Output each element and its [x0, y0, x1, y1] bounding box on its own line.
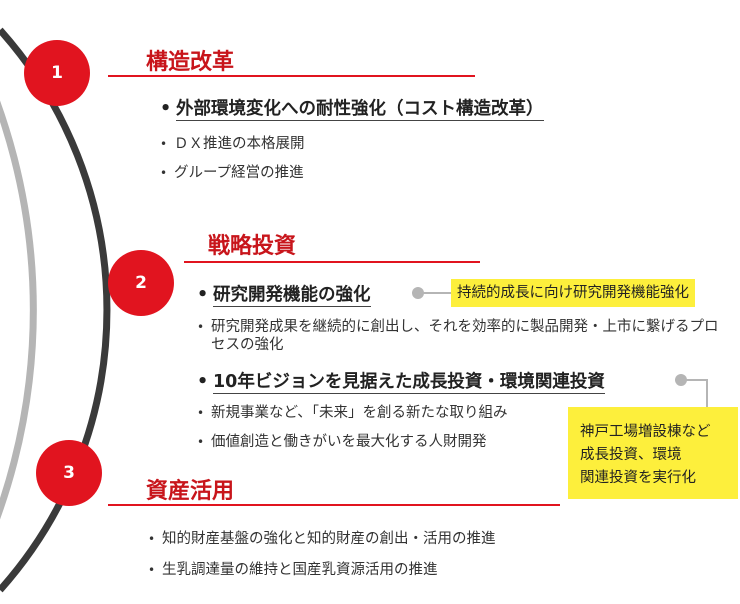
outer-dark-arc: [0, 27, 111, 593]
main-item-text: 10年ビジョンを見据えた成長投資・環境関連投資: [213, 372, 605, 394]
callout-knob-1: [412, 287, 424, 299]
sub-item-text: グループ経営の推進: [174, 165, 304, 181]
callout-connector-2v: [706, 379, 708, 407]
step-number-2: 2: [108, 250, 174, 316]
step-number-3: 3: [36, 440, 102, 506]
sub-item-text: 価値創造と働きがいを最大化する人財開発: [211, 434, 487, 450]
sub-item-text: 研究開発成果を継続的に創出し、それを効率的に製品開発・上市に繋げるプロセスの強化: [211, 319, 719, 353]
callout-line: 成長投資、環境: [580, 447, 682, 463]
section-title-1: 構造改革: [146, 50, 235, 75]
sub-item: • 研究開発成果を継続的に創出し、それを効率的に製品開発・上市に繋げるプロセスの強…: [197, 318, 721, 354]
bullet: •: [197, 320, 205, 334]
callout-connector-1: [418, 292, 452, 294]
inner-gray-arc: [0, 100, 37, 520]
sub-item: • ＤＸ推進の本格展開: [160, 135, 305, 153]
sub-item: • 新規事業など、「未来」を創る新たな取り組み: [197, 404, 508, 422]
main-item-text: 外部環境変化への耐性強化（コスト構造改革）: [176, 99, 544, 121]
sub-item: • 生乳調達量の維持と国産乳資源活用の推進: [148, 561, 438, 579]
bullet: •: [197, 285, 209, 305]
sub-item-text: ＤＸ推進の本格展開: [174, 136, 305, 152]
bullet: •: [197, 372, 209, 392]
section-rule-3: [108, 504, 560, 506]
callout-connector-2h: [681, 379, 708, 381]
bullet: •: [160, 99, 172, 119]
bullet: •: [148, 532, 156, 546]
bullet: •: [148, 563, 156, 577]
section-rule-1: [108, 75, 475, 77]
sub-item-text: 新規事業など、「未来」を創る新たな取り組み: [211, 405, 508, 421]
sub-item: • グループ経営の推進: [160, 164, 304, 182]
bullet: •: [197, 406, 205, 420]
bullet: •: [197, 435, 205, 449]
section-title-2: 戦略投資: [208, 234, 297, 259]
bullet: •: [160, 166, 168, 180]
sub-item-text: 生乳調達量の維持と国産乳資源活用の推進: [162, 562, 438, 578]
bullet: •: [160, 137, 168, 151]
callout-line: 関連投資を実行化: [580, 470, 696, 486]
callout-box-1: 持続的成長に向け研究開発機能強化: [451, 279, 695, 307]
section-rule-2: [184, 261, 480, 263]
main-item: •研究開発機能の強化: [197, 281, 371, 307]
callout-text: 持続的成長に向け研究開発機能強化: [457, 285, 689, 301]
sub-item: • 知的財産基盤の強化と知的財産の創出・活用の推進: [148, 530, 496, 548]
callout-box-2: 神戸工場増設棟など 成長投資、環境 関連投資を実行化: [568, 407, 738, 499]
sub-item-text: 知的財産基盤の強化と知的財産の創出・活用の推進: [162, 531, 496, 547]
main-item: •10年ビジョンを見据えた成長投資・環境関連投資: [197, 368, 605, 394]
sub-item: • 価値創造と働きがいを最大化する人財開発: [197, 433, 487, 451]
callout-line: 神戸工場増設棟など: [580, 424, 711, 440]
main-item-text: 研究開発機能の強化: [213, 285, 371, 307]
main-item: •外部環境変化への耐性強化（コスト構造改革）: [160, 95, 544, 121]
section-title-3: 資産活用: [146, 479, 235, 504]
step-number-1: 1: [24, 40, 90, 106]
